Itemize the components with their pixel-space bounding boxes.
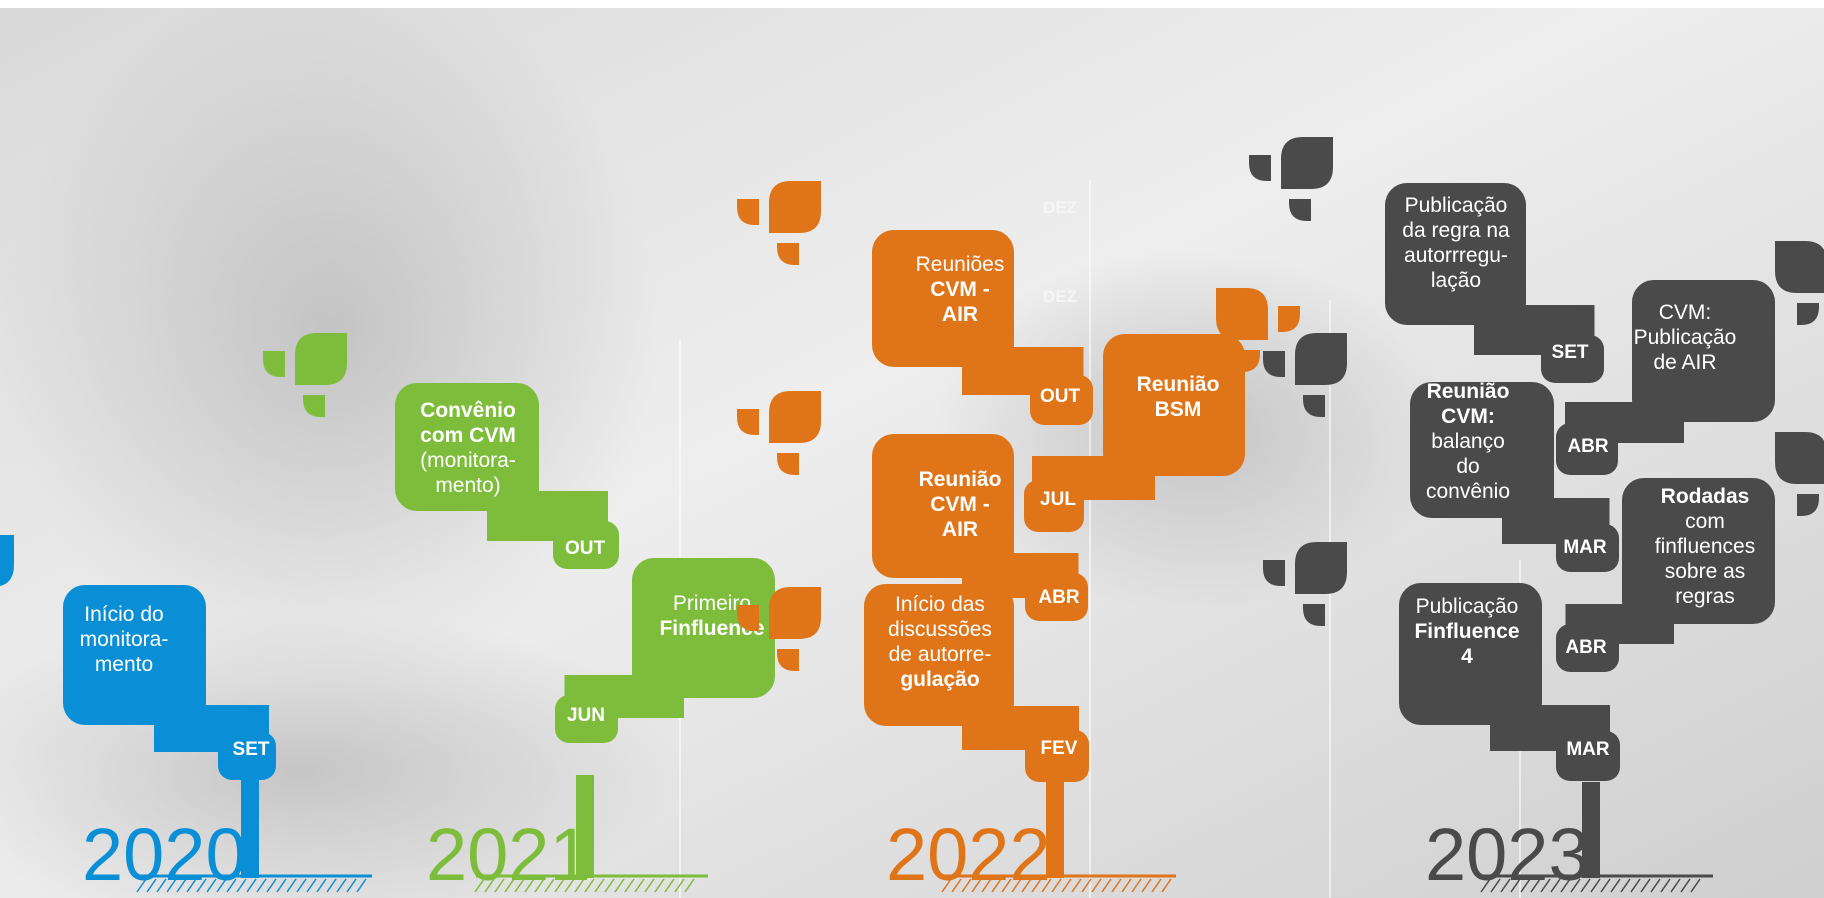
event-box [1385, 183, 1526, 325]
month-label: SET [233, 739, 270, 760]
month-label: FEV [1041, 738, 1078, 759]
month-label: SET [1552, 342, 1589, 363]
event-box [864, 584, 1014, 726]
month-label: ABR [1565, 637, 1606, 658]
ground-hatch [941, 878, 1172, 893]
month-label: OUT [565, 538, 606, 559]
month-tab [553, 521, 619, 569]
month-tab [1025, 573, 1088, 621]
month-tab [1556, 624, 1619, 672]
month-label: MAR [1566, 739, 1610, 760]
leaf-icon [1775, 432, 1824, 516]
month-tab [1556, 423, 1618, 475]
month-label: ABR [1038, 587, 1079, 608]
month-tab [1025, 730, 1089, 782]
ground-hatch [1480, 878, 1701, 893]
leaf-icon [1775, 241, 1824, 325]
timeline-trunk [1046, 780, 1064, 878]
event-box [1632, 280, 1775, 422]
leaf-icon [1263, 333, 1347, 417]
leaf-icon [0, 535, 14, 586]
timeline-trunk [241, 780, 259, 878]
month-tab [555, 695, 618, 743]
leaf-icon [263, 333, 347, 417]
leaf-icon [1263, 542, 1347, 626]
event-box [1410, 382, 1554, 518]
event-box [632, 558, 775, 698]
event-box [872, 230, 1014, 367]
event-box [1622, 478, 1775, 624]
year-label: 2023 [1425, 813, 1590, 896]
month-tab [1024, 480, 1084, 532]
event-box [395, 383, 539, 511]
leaf-icon [737, 181, 821, 265]
month-label: OUT [1040, 386, 1081, 407]
month-label: JUN [567, 705, 605, 726]
timeline-trunk [576, 775, 594, 878]
event-box [1103, 334, 1245, 476]
month-label: MAR [1563, 537, 1607, 558]
year-label: 2021 [426, 813, 591, 896]
leaf-icon [737, 391, 821, 475]
month-tab [1556, 731, 1620, 781]
ground-hatch [474, 878, 695, 893]
event-box [1399, 583, 1542, 725]
event-box [872, 434, 1014, 578]
year-label: 2022 [886, 813, 1051, 896]
leaf-icon [1249, 137, 1333, 221]
month-tab [218, 732, 276, 780]
timeline-trunk [1582, 782, 1600, 878]
leaf-icon [1216, 288, 1300, 372]
month-tab [1030, 375, 1093, 425]
faint-month-label: DEZ [1043, 198, 1077, 217]
month-tab [1556, 524, 1619, 572]
month-label: ABR [1567, 436, 1608, 457]
faint-month-label: DEZ [1043, 287, 1077, 306]
ground-hatch [136, 878, 367, 893]
year-label: 2020 [82, 813, 247, 896]
event-box [63, 585, 206, 725]
leaf-icon [737, 587, 821, 671]
month-label: JUL [1040, 489, 1076, 510]
month-tab [1541, 335, 1604, 383]
